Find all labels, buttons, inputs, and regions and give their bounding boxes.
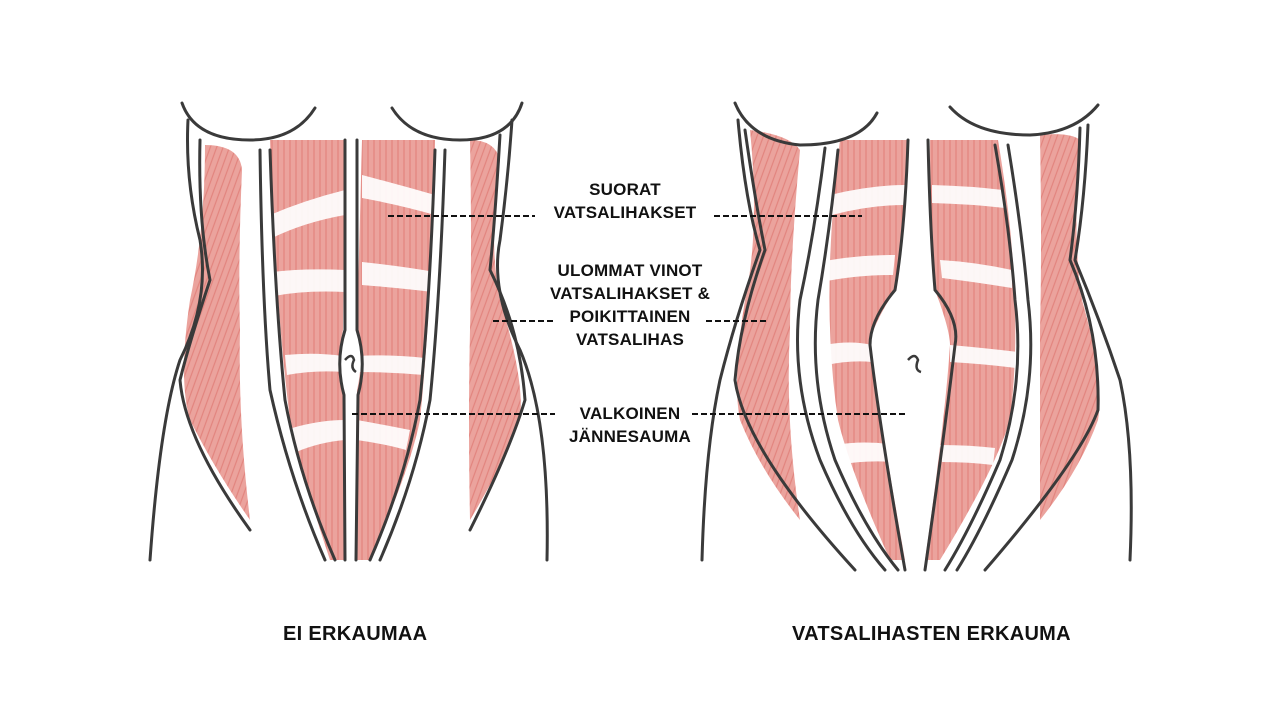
- label-linea-alba: VALKOINEN JÄNNESAUMA: [555, 402, 705, 448]
- right-rectus-muscle: [355, 140, 435, 560]
- left-oblique-muscle-diastasis: [736, 130, 800, 520]
- leader-lines: [352, 215, 905, 415]
- label-rectus-line-1: SUORAT: [589, 180, 661, 199]
- navel-icon: [344, 354, 357, 374]
- right-oblique-muscle-diastasis: [1040, 134, 1100, 520]
- label-obliques-transversus: ULOMMAT VINOT VATSALIHAKSET & POIKITTAIN…: [540, 259, 720, 351]
- left-torso: [148, 101, 549, 562]
- label-linea-alba-line-2: JÄNNESAUMA: [569, 427, 691, 446]
- right-torso: [700, 101, 1133, 572]
- left-rectus-muscle: [270, 140, 345, 560]
- label-linea-alba-line-1: VALKOINEN: [579, 404, 681, 423]
- label-obliques-line-1: ULOMMAT VINOT: [557, 261, 703, 280]
- caption-no-diastasis: EI ERKAUMAA: [283, 623, 428, 645]
- label-rectus-abdominis: SUORAT VATSALIHAKSET: [540, 178, 710, 224]
- label-obliques-line-2: VATSALIHAKSET &: [549, 284, 711, 303]
- label-rectus-line-2: VATSALIHAKSET: [553, 203, 697, 222]
- right-oblique-muscle: [469, 140, 521, 520]
- caption-diastasis: VATSALIHASTEN ERKAUMA: [792, 623, 1071, 645]
- label-obliques-line-3: POIKITTAINEN: [569, 307, 691, 326]
- navel-icon-diastasis: [907, 354, 922, 374]
- label-obliques-line-4: VATSALIHAS: [575, 330, 685, 349]
